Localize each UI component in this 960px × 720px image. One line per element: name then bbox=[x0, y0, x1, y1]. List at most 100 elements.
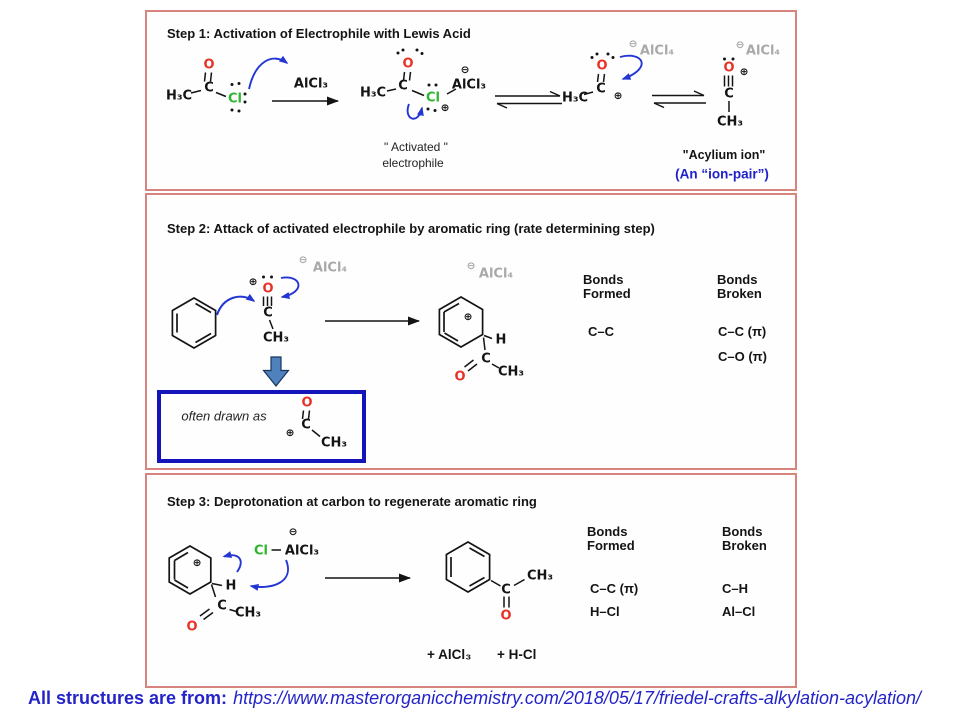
bond-entry: C–C (π) bbox=[718, 324, 767, 339]
arenium-step3-substituent-bonds bbox=[199, 549, 281, 621]
minus-charge: ⊖ bbox=[466, 260, 476, 272]
source-url[interactable]: https://www.masterorganicchemistry.com/2… bbox=[233, 688, 922, 708]
methyl-label: H₃C bbox=[359, 85, 387, 101]
oxygen-label: O bbox=[203, 57, 215, 73]
bonds-formed-header-line2: Formed bbox=[587, 537, 635, 553]
oxygen-label: O bbox=[500, 608, 512, 624]
equilibrium-arrows-1 bbox=[495, 90, 562, 109]
bonds-broken-header: Bonds Broken bbox=[722, 525, 767, 552]
plus-charge: ⊕ bbox=[285, 427, 295, 439]
bonds-formed-header: Bonds Formed bbox=[587, 525, 635, 552]
product-benzene-ring bbox=[445, 541, 491, 593]
ion-pair-label: (An “ion-pair”) bbox=[675, 166, 769, 182]
step2-electrophile-bonds bbox=[262, 296, 274, 330]
alcl3-label: AlCl₃ bbox=[451, 77, 487, 93]
plus-charge: ⊕ bbox=[613, 90, 623, 102]
alcl4-label: AlCl₄ bbox=[745, 43, 781, 59]
oxygen-label: O bbox=[723, 60, 735, 76]
methyl-label: CH₃ bbox=[320, 435, 348, 451]
methyl-label: CH₃ bbox=[716, 114, 744, 130]
carbon-label: C bbox=[301, 417, 311, 433]
alcl4-label: AlCl₄ bbox=[312, 260, 348, 276]
alcl3-label: AlCl₃ bbox=[284, 543, 320, 559]
methyl-label: H₃C bbox=[165, 88, 193, 104]
oxygen-label: O bbox=[454, 369, 466, 385]
rearomatization-arrow bbox=[222, 551, 242, 573]
often-drawn-as-label: often drawn as bbox=[181, 408, 267, 424]
bonds-formed-header-line1: Bonds bbox=[583, 272, 624, 287]
methyl-label: CH₃ bbox=[497, 364, 525, 380]
minus-charge: ⊖ bbox=[288, 526, 298, 538]
ring-attack-arrow bbox=[216, 293, 256, 316]
plus-charge: ⊕ bbox=[192, 557, 202, 569]
minus-charge: ⊖ bbox=[628, 38, 638, 50]
resonance-structure-bonds bbox=[583, 73, 606, 96]
bond-entry: C–C (π) bbox=[590, 581, 639, 596]
acetophenone-bonds bbox=[490, 578, 525, 608]
activated-electrophile-label: electrophile bbox=[382, 156, 444, 170]
chlorine-label: Cl bbox=[254, 543, 268, 559]
carbon-label: C bbox=[481, 351, 491, 367]
chlorine-electron-arrow bbox=[406, 103, 424, 120]
step2-title: Step 2: Attack of activated electrophile… bbox=[167, 221, 655, 236]
oxygen-label: O bbox=[186, 619, 198, 635]
plus-charge: ⊕ bbox=[248, 276, 258, 288]
bond-entry: C–H bbox=[722, 581, 749, 596]
plus-charge: ⊕ bbox=[739, 66, 749, 78]
hydrogen-label: H bbox=[225, 578, 237, 594]
carbon-label: C bbox=[398, 78, 408, 94]
acylium-ion-bonds bbox=[723, 75, 734, 112]
plus-charge: ⊕ bbox=[463, 311, 473, 323]
source-prefix: All structures are from: bbox=[28, 688, 228, 708]
chlorine-label: Cl bbox=[426, 90, 440, 106]
oxygen-label: O bbox=[301, 395, 313, 411]
bonds-formed-header-line1: Bonds bbox=[587, 524, 628, 539]
resonance-electron-arrow bbox=[280, 276, 300, 299]
carbon-label: C bbox=[217, 598, 227, 614]
alcl3-catalyst-label: AlCl₃ bbox=[293, 76, 329, 92]
chlorine-label: Cl bbox=[228, 91, 242, 107]
carbon-label: C bbox=[724, 86, 734, 102]
methyl-label: CH₃ bbox=[526, 568, 554, 584]
acylium-ion-label: "Acylium ion" bbox=[682, 148, 766, 162]
methyl-label: CH₃ bbox=[262, 330, 290, 346]
bonds-formed-header: Bonds Formed bbox=[583, 273, 631, 300]
minus-charge: ⊖ bbox=[460, 64, 470, 76]
step1-panel bbox=[145, 10, 797, 191]
oxygen-label: O bbox=[596, 58, 608, 74]
carbon-label: C bbox=[596, 81, 606, 97]
byproduct-label: + AlCl₃ bbox=[427, 647, 472, 662]
down-block-arrow bbox=[262, 356, 290, 387]
carbon-label: C bbox=[501, 582, 511, 598]
bond-entry: Al–Cl bbox=[722, 604, 756, 619]
step2-panel bbox=[145, 193, 797, 470]
oxygen-label: O bbox=[402, 56, 414, 72]
bonds-broken-header-line2: Broken bbox=[717, 285, 762, 301]
deprotonation-arrow bbox=[249, 559, 289, 591]
step1-title: Step 1: Activation of Electrophile with … bbox=[167, 26, 471, 41]
bond-entry: C–C bbox=[588, 324, 615, 339]
bonds-broken-header-line2: Broken bbox=[722, 537, 767, 553]
arenium-ring-step3 bbox=[168, 545, 212, 595]
plus-charge: ⊕ bbox=[440, 102, 450, 114]
equilibrium-arrows-2 bbox=[652, 90, 706, 109]
minus-charge: ⊖ bbox=[298, 254, 308, 266]
acylium-lone-pair bbox=[723, 57, 735, 61]
step2-oxygen-lone-pair bbox=[262, 275, 273, 279]
bond-entry: C–O (π) bbox=[718, 349, 767, 364]
methyl-label: CH₃ bbox=[234, 605, 262, 621]
chlorine-lone-pairs bbox=[230, 82, 247, 113]
bonds-broken-header: Bonds Broken bbox=[717, 273, 762, 300]
alcl4-label: AlCl₄ bbox=[478, 266, 514, 282]
arenium-substituent-bonds bbox=[464, 334, 500, 372]
oxygen-label: O bbox=[262, 281, 274, 297]
source-caption: All structures are from:https://www.mast… bbox=[28, 688, 921, 709]
oxygen-electron-arrow bbox=[619, 54, 643, 80]
benzene-ring bbox=[171, 297, 217, 349]
acetyl-chloride-bonds bbox=[190, 72, 227, 98]
byproduct-label: + H-Cl bbox=[497, 647, 537, 662]
minus-charge: ⊖ bbox=[735, 39, 745, 51]
often-drawn-as-box bbox=[157, 390, 366, 463]
